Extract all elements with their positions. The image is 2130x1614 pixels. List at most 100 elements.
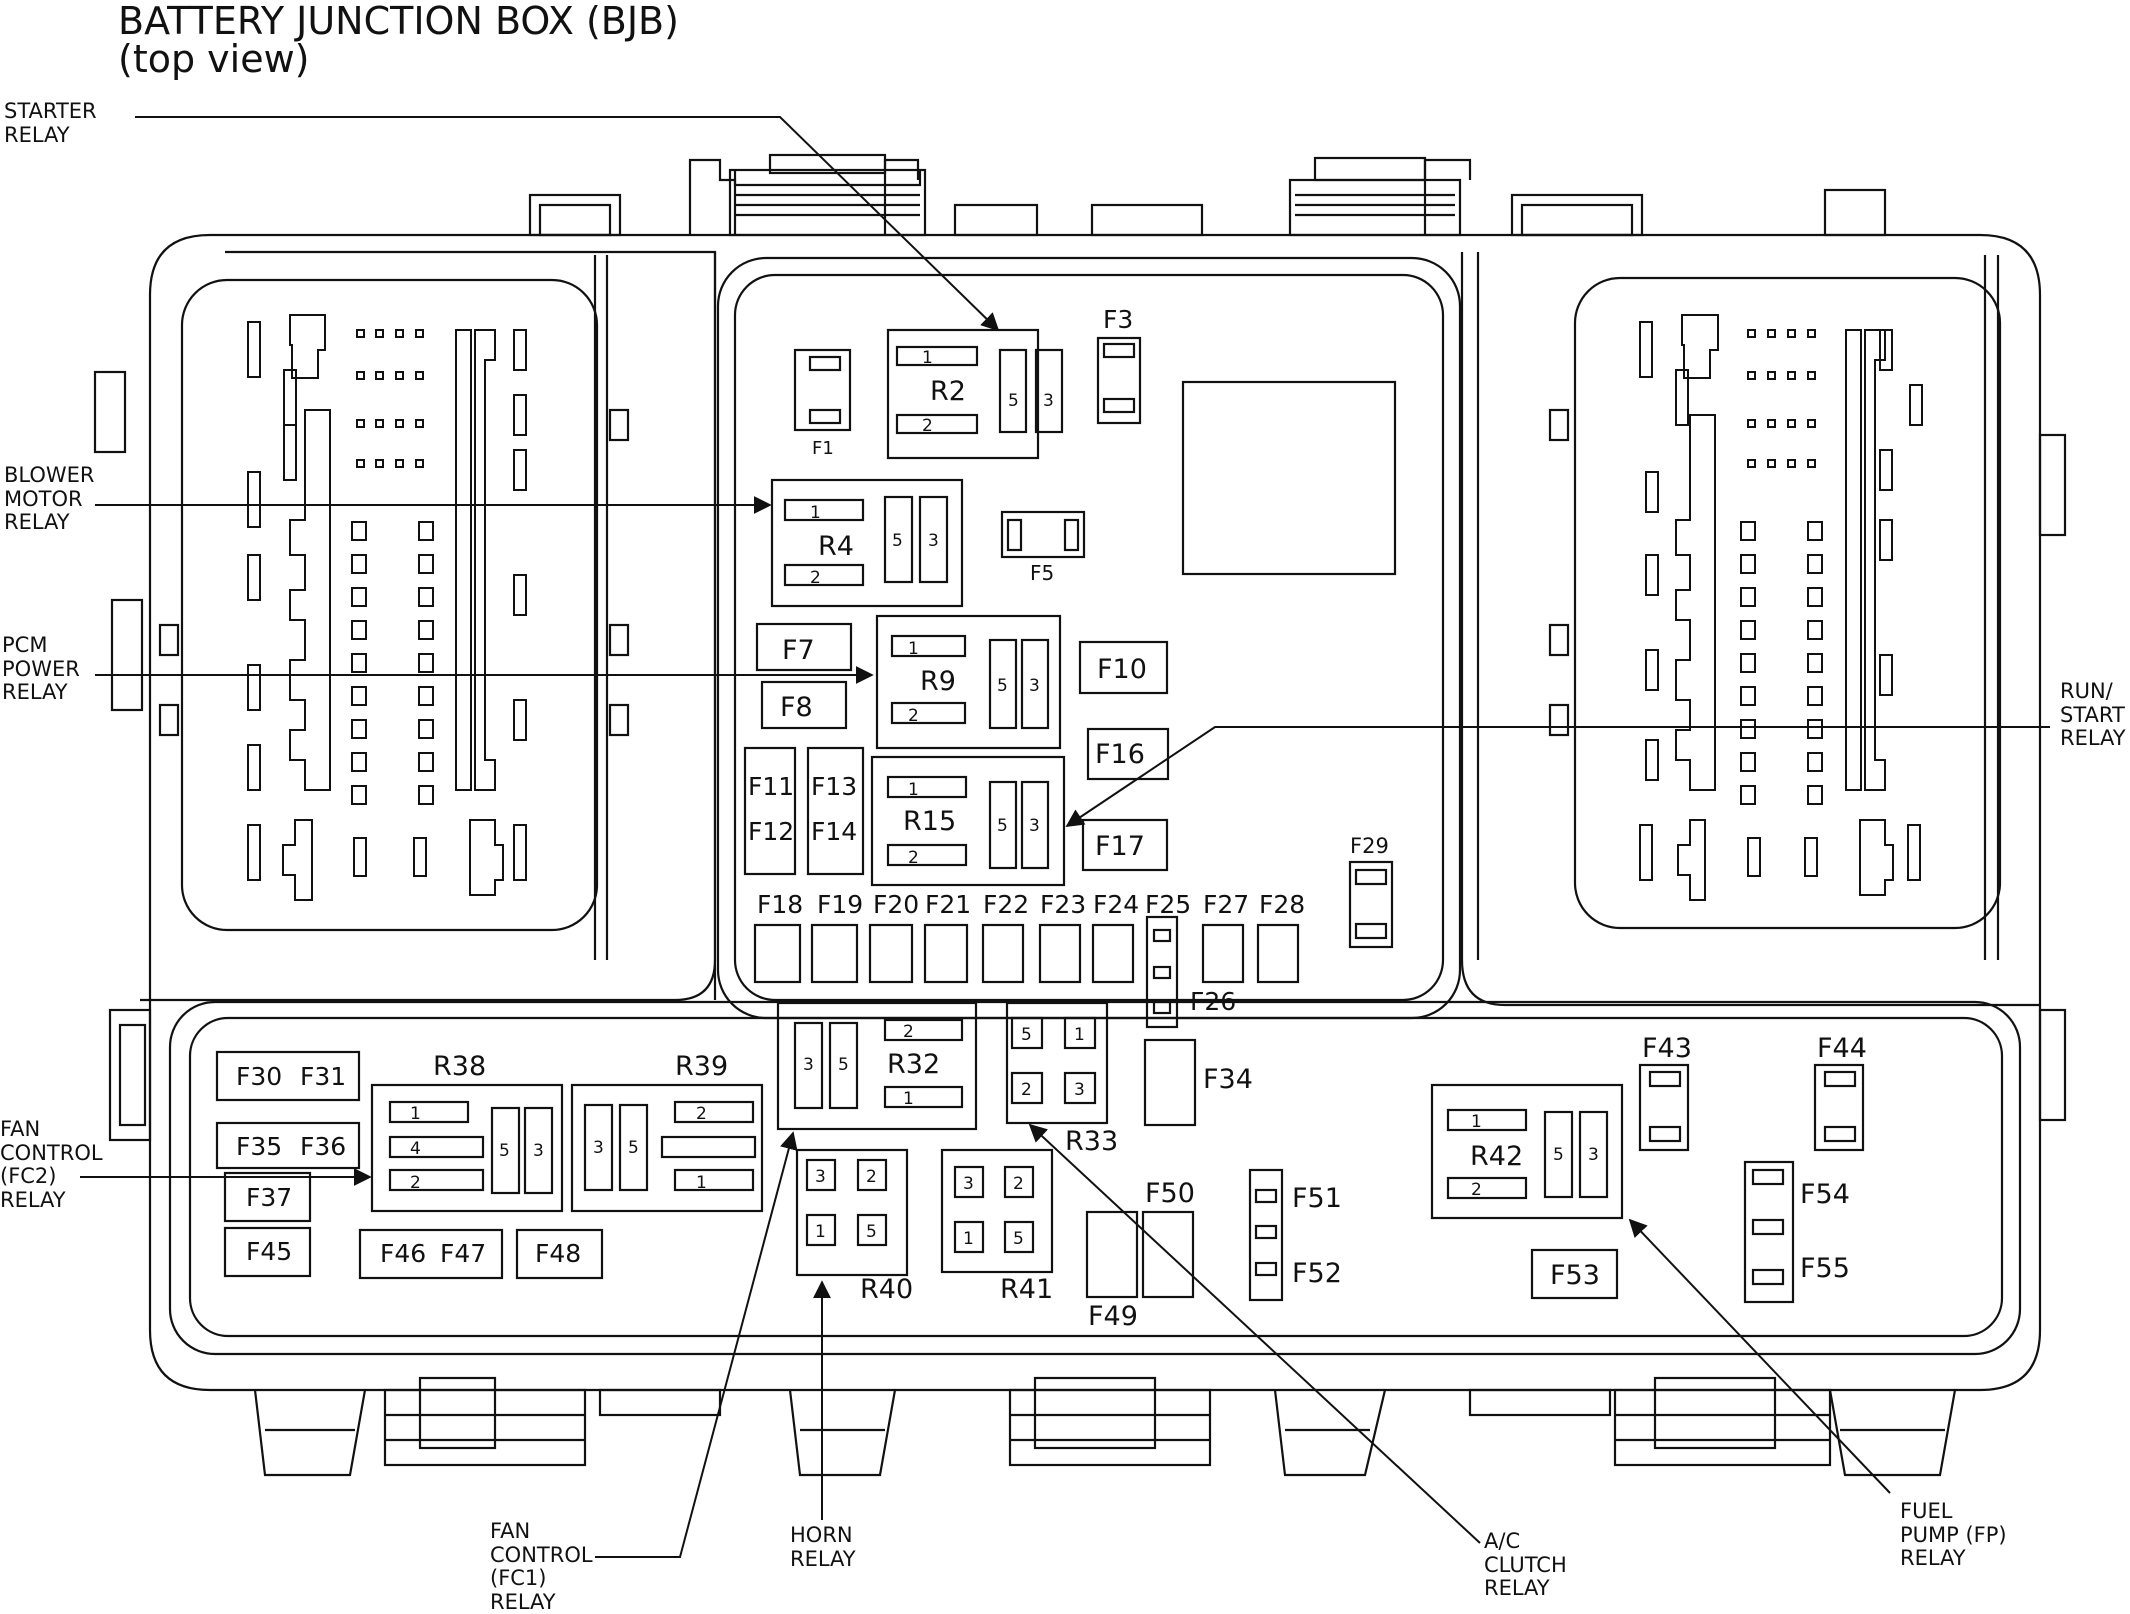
label-R32: R32 <box>887 1049 940 1080</box>
housing-outline <box>148 233 2042 1392</box>
top-connectors <box>528 153 1887 237</box>
pin-R40-5: 5 <box>866 1222 877 1242</box>
pin-R41-3: 3 <box>963 1174 974 1194</box>
label-F50: F50 <box>1145 1178 1195 1209</box>
diagram-title: BATTERY JUNCTION BOX (BJB) <box>118 0 679 43</box>
pin-R32-5: 5 <box>838 1055 849 1075</box>
label-F43: F43 <box>1642 1033 1692 1064</box>
label-F37: F37 <box>246 1183 292 1212</box>
label-F54: F54 <box>1800 1179 1850 1210</box>
label-F12: F12 <box>748 817 794 846</box>
right-connector-terminals <box>1740 329 1823 805</box>
pin-R33-5: 5 <box>1021 1025 1032 1045</box>
label-F7: F7 <box>782 635 815 666</box>
label-F3: F3 <box>1103 305 1133 334</box>
pin-R42-2: 2 <box>1471 1180 1482 1200</box>
fuse-F53-body <box>1530 1248 1619 1300</box>
pin-R33-3: 3 <box>1074 1080 1085 1100</box>
pin-R2-5: 5 <box>1008 391 1019 411</box>
pin-R15-5: 5 <box>997 816 1008 836</box>
pin-R41-2: 2 <box>1013 1174 1024 1194</box>
leader-fp <box>1628 1218 1891 1494</box>
label-F36: F36 <box>300 1132 346 1161</box>
right-connector-pins <box>1639 314 1923 901</box>
left-connector-terminals <box>351 329 434 805</box>
label-R41: R41 <box>1000 1274 1053 1305</box>
label-F13: F13 <box>811 772 857 801</box>
label-F44: F44 <box>1817 1033 1867 1064</box>
label-F55: F55 <box>1800 1253 1850 1284</box>
label-F11: F11 <box>748 772 794 801</box>
label-F51: F51 <box>1292 1183 1342 1214</box>
label-R2: R2 <box>930 376 966 407</box>
label-F23: F23 <box>1040 890 1086 919</box>
fuse-F43-body <box>1638 1063 1690 1152</box>
label-F30: F30 <box>236 1062 282 1091</box>
label-F22: F22 <box>983 890 1029 919</box>
pin-R41-5: 5 <box>1013 1229 1024 1249</box>
leader-fc1 <box>595 1131 798 1558</box>
fuse-F16-body <box>1086 727 1170 781</box>
leader-lines <box>80 116 2050 1558</box>
relay-R42-body <box>1430 1083 1624 1220</box>
bottom-tabs <box>253 1376 1957 1477</box>
label-F26: F26 <box>1190 987 1236 1016</box>
label-F8: F8 <box>780 692 813 723</box>
label-R9: R9 <box>920 666 956 697</box>
pin-R38-2: 2 <box>410 1173 421 1193</box>
fuse-F7-body <box>755 622 853 672</box>
relay-R2-body <box>886 328 1064 460</box>
label-F18: F18 <box>757 890 803 919</box>
center-module-block <box>1181 380 1397 576</box>
pin-R42-5: 5 <box>1553 1145 1564 1165</box>
relay-R39-body <box>570 1083 764 1213</box>
label-F46: F46 <box>380 1239 426 1268</box>
pin-R32-3: 3 <box>803 1055 814 1075</box>
label-F29: F29 <box>1350 834 1389 858</box>
pin-R40-3: 3 <box>815 1167 826 1187</box>
fuse-F8-body <box>760 680 848 730</box>
label-F28: F28 <box>1259 890 1305 919</box>
pin-R38-5: 5 <box>499 1141 510 1161</box>
label-F14: F14 <box>811 817 857 846</box>
pin-R4-3: 3 <box>928 531 939 551</box>
label-F27: F27 <box>1203 890 1249 919</box>
relay-pin-numbers: 1 2 5 3 1 2 5 3 1 2 5 3 1 2 5 3 1 4 2 5 … <box>410 348 1599 1249</box>
relay-R40-body <box>795 1148 909 1277</box>
right-connector-block <box>1573 276 2002 930</box>
label-F20: F20 <box>873 890 919 919</box>
label-F5: F5 <box>1030 561 1054 585</box>
fuse-F35-F36-body <box>215 1121 361 1170</box>
relay-R15-body <box>870 755 1066 887</box>
pin-R32-2: 2 <box>903 1022 914 1042</box>
pin-R9-1: 1 <box>908 639 919 659</box>
pin-R4-2: 2 <box>810 568 821 588</box>
pin-R39-1: 1 <box>696 1173 707 1193</box>
fuse-F3-body <box>1096 336 1142 425</box>
label-F47: F47 <box>440 1239 486 1268</box>
pin-R9-5: 5 <box>997 676 1008 696</box>
leader-starter <box>135 116 1000 332</box>
pin-R15-2: 2 <box>908 848 919 868</box>
pin-R39-2: 2 <box>696 1104 707 1124</box>
label-F25: F25 <box>1145 890 1191 919</box>
label-R33: R33 <box>1065 1126 1118 1157</box>
pin-R4-5: 5 <box>892 531 903 551</box>
fuse-F54-F55-body <box>1743 1160 1795 1304</box>
label-F24: F24 <box>1093 890 1139 919</box>
fuse-F46-F47-body <box>358 1228 504 1280</box>
pin-R38-4: 4 <box>410 1139 421 1159</box>
fuse-labels: F1 F3 F5 F7 F8 F10 F11 F12 F13 F14 F16 F… <box>236 305 1867 1332</box>
left-connector-block <box>180 278 599 932</box>
label-R40: R40 <box>860 1274 913 1305</box>
left-connector-pins <box>247 314 527 901</box>
pin-R42-1: 1 <box>1471 1112 1482 1132</box>
fuse-F49-body <box>1085 1210 1139 1299</box>
label-R38: R38 <box>433 1051 486 1082</box>
pin-R40-1: 1 <box>815 1222 826 1242</box>
fuse-F10-body <box>1078 640 1169 695</box>
label-F34: F34 <box>1203 1064 1253 1095</box>
